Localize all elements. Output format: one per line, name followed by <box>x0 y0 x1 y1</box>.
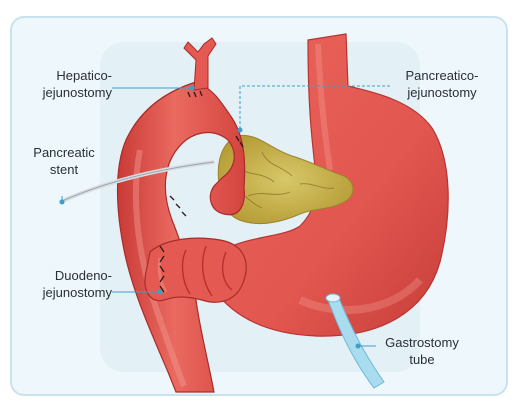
label-pancreaticojejunostomy: Pancreatico- jejunostomy <box>390 67 494 101</box>
label-line: tube <box>409 352 435 367</box>
label-hepaticojejunostomy: Hepatico- jejunostomy <box>28 67 112 101</box>
label-pancreatic-stent: Pancreatic stent <box>22 144 106 178</box>
label-line: Duodeno- <box>54 268 112 283</box>
gastrostomy-tube <box>327 295 385 389</box>
bile-duct <box>183 37 217 91</box>
label-gastrostomy-tube: Gastrostomy tube <box>372 334 472 368</box>
label-line: Pancreatic <box>33 145 95 160</box>
label-line: stent <box>49 162 79 177</box>
jejunal-limb <box>116 81 246 393</box>
label-line: Pancreatico- <box>405 68 479 83</box>
label-line: jejunostomy <box>42 285 112 300</box>
suture-marks <box>159 90 244 293</box>
label-line: jejunostomy <box>42 85 112 100</box>
label-duodenojejunostomy: Duodeno- jejunostomy <box>18 267 112 301</box>
label-line: Gastrostomy <box>385 335 459 350</box>
duodenum <box>144 237 247 303</box>
leader-lines <box>59 85 390 349</box>
label-line: Hepatico- <box>56 68 112 83</box>
label-line: jejunostomy <box>407 85 477 100</box>
